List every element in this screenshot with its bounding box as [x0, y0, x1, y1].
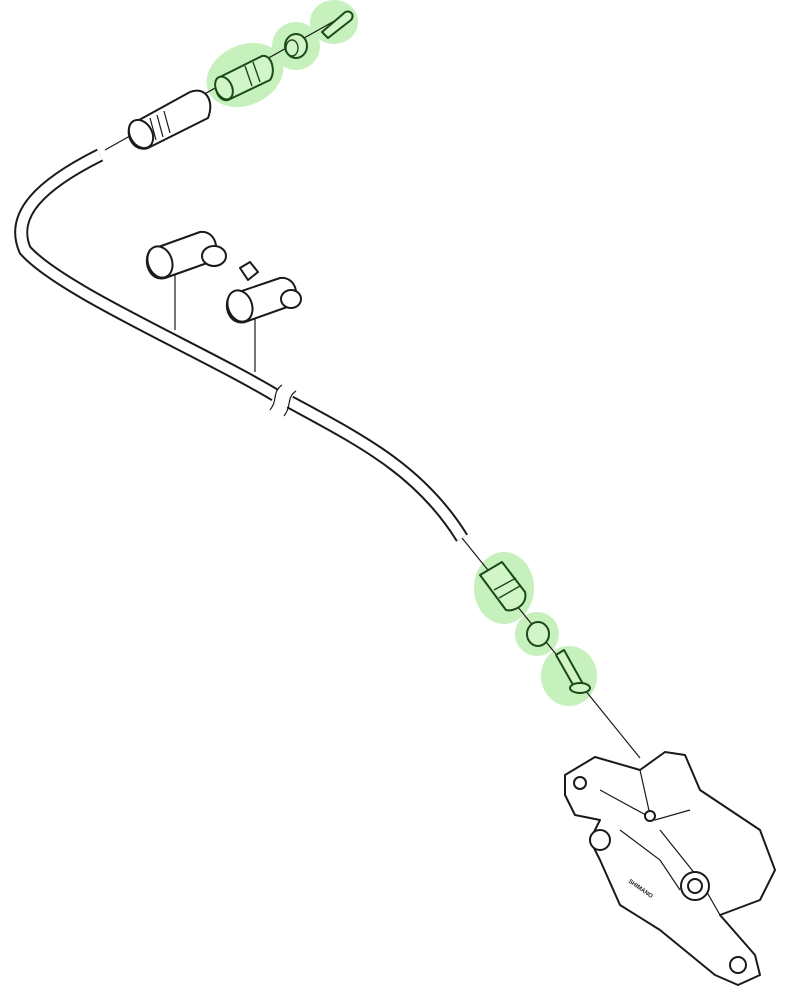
hose-clips [145, 230, 302, 324]
brake-hose [14, 148, 468, 542]
brake-caliper: SHIMANO [564, 751, 776, 986]
connector-insert-bottom [555, 649, 591, 694]
connecting-bolt-bottom [479, 561, 527, 612]
connector-insert-top [321, 10, 354, 39]
connecting-bolt-top [214, 54, 274, 102]
hose-break-mark [269, 384, 297, 417]
highlights [206, 0, 597, 706]
olive-bottom [526, 621, 550, 647]
olive-top [284, 33, 308, 59]
hose-cover [127, 89, 212, 150]
